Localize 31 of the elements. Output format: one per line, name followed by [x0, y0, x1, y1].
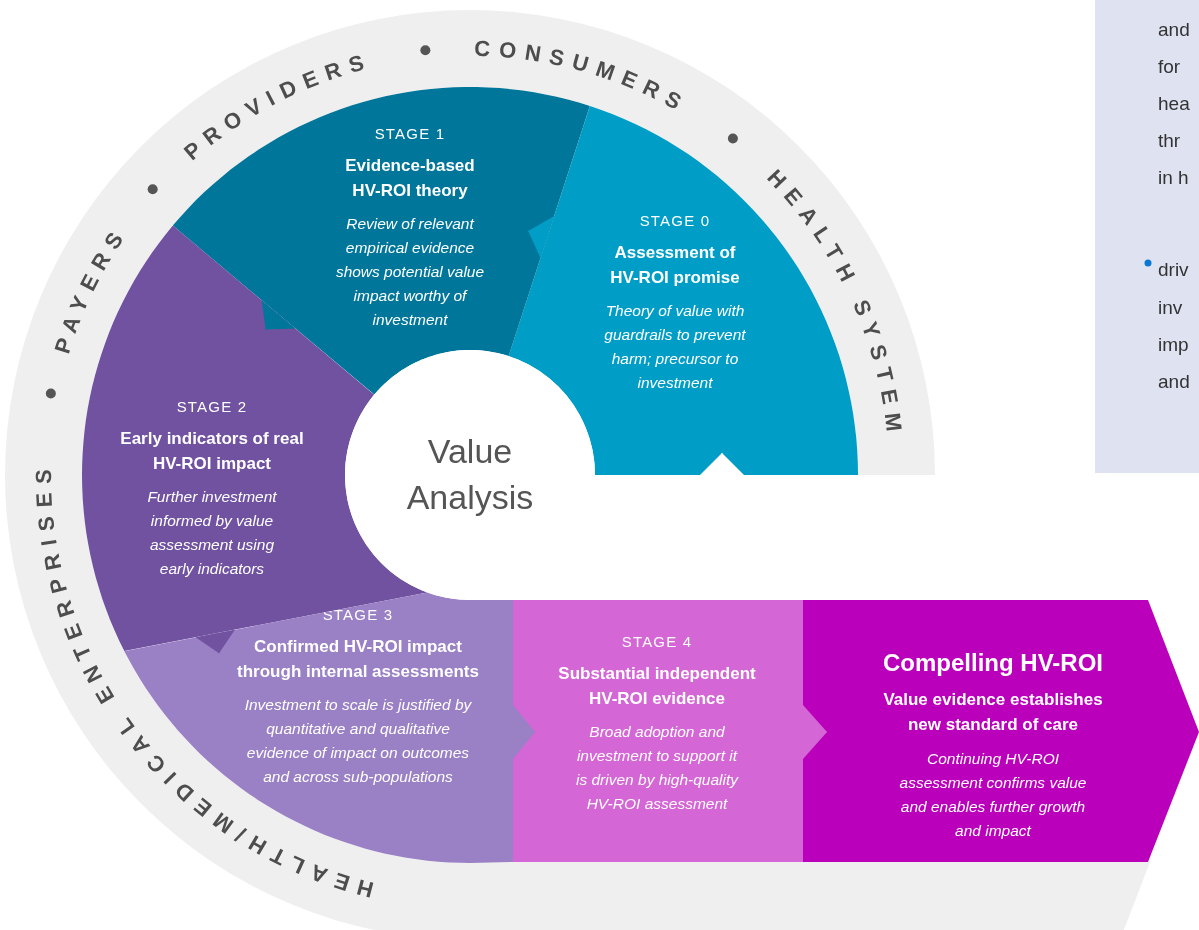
flow-chevron	[802, 705, 828, 759]
flow-chevron	[261, 300, 296, 331]
stage-description: Review of relevant empirical evidence shows potential value impact worthy of investment	[334, 214, 486, 330]
stage-title: Substantial independent HV-ROI evidence	[557, 663, 757, 710]
panel-text: for	[1158, 55, 1181, 79]
stage-label: STAGE 2	[175, 398, 249, 415]
panel-text: and	[1158, 18, 1190, 42]
outcome-title: Compelling HV-ROI	[882, 648, 1104, 678]
flow-chevron	[512, 705, 536, 759]
panel-text: driv	[1158, 258, 1189, 282]
panel-text: imp	[1158, 333, 1189, 357]
stage-label: STAGE 1	[373, 125, 447, 142]
stage-title: Assessment of HV-ROI promise	[609, 242, 741, 289]
flow-chevron	[527, 216, 554, 259]
outcome-subtitle: Value evidence establishes new standard of care	[882, 689, 1104, 736]
stage-description: Theory of value with guardrails to prevent harm; precursor to investment	[603, 301, 747, 393]
stage-label: STAGE 4	[620, 633, 694, 650]
side-panel	[1095, 0, 1199, 473]
panel-text: thr	[1158, 129, 1181, 153]
panel-text: and	[1158, 370, 1190, 394]
stage-label: STAGE 0	[638, 212, 712, 229]
stage-title: Early indicators of real HV-ROI impact	[119, 428, 305, 475]
flow-chevron	[700, 452, 744, 476]
panel-text: hea	[1158, 92, 1190, 116]
center-label: Value Analysis	[405, 431, 535, 518]
panel-text: inv	[1158, 296, 1183, 320]
stage-description: Broad adoption and investment to support it is driven by high-quality HV-ROI assessment	[575, 722, 740, 814]
outcome-description: Continuing HV-ROI assessment confirms value and enables further growth and impact	[898, 749, 1088, 841]
panel-text: in h	[1158, 166, 1189, 190]
stage-title: Evidence-based HV-ROI theory	[345, 156, 476, 202]
stage-box	[513, 600, 803, 862]
